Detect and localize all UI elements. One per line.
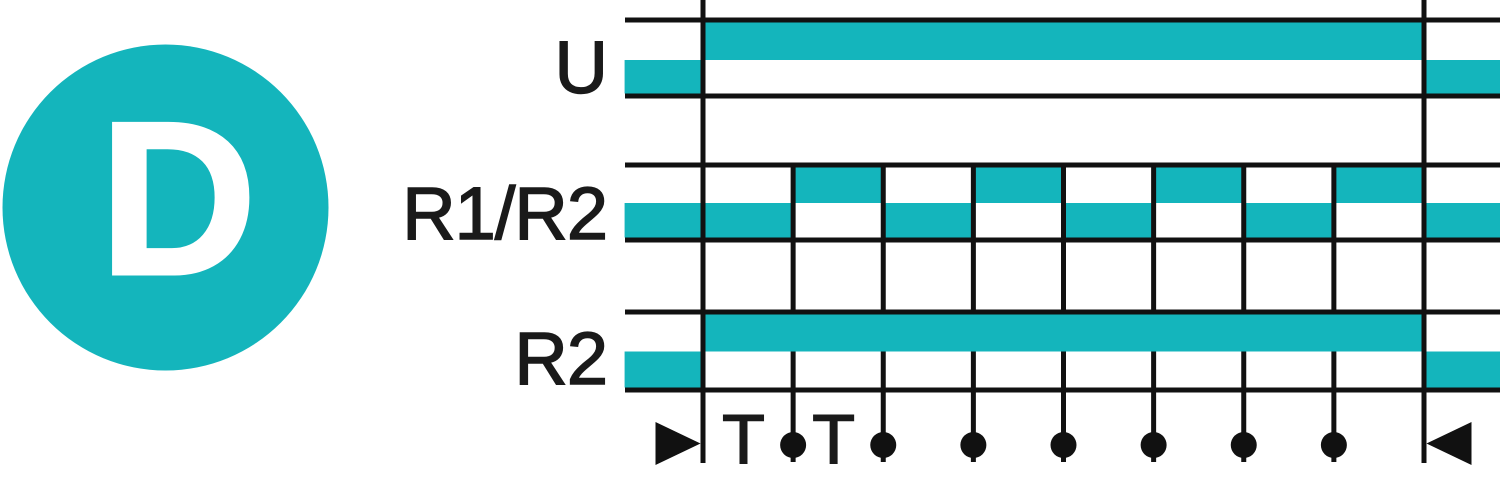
signal-label: R2 (514, 317, 607, 400)
signal-band-high (973, 167, 1064, 203)
start-triangle-icon (655, 422, 701, 465)
period-dot (1320, 432, 1347, 458)
signal-band-low (1063, 203, 1154, 238)
function-badge-circle (2, 44, 329, 371)
signal-band-low (1243, 203, 1334, 238)
signal-label: U (555, 26, 607, 109)
function-letter: D (99, 77, 257, 321)
signal-band-high (1333, 167, 1424, 203)
signal-band-low (1424, 60, 1500, 94)
period-dot (1050, 432, 1077, 458)
period-label: T (812, 400, 855, 478)
signal-band-low (624, 203, 794, 238)
signal-band-high (793, 167, 884, 203)
signal-band-low (1424, 351, 1500, 388)
signal-band-high (1153, 167, 1244, 203)
signal-band-low (624, 60, 703, 94)
period-dot (1230, 432, 1257, 458)
end-triangle-icon (1426, 422, 1472, 465)
signal-band-low (624, 351, 703, 388)
period-dot (870, 432, 897, 458)
signal-band-high (703, 22, 1424, 60)
period-dot (780, 432, 807, 458)
period-dot (1140, 432, 1167, 458)
signal-label: R1/R2 (402, 172, 607, 255)
signal-band-low (1424, 203, 1500, 238)
signal-band-low (883, 203, 974, 238)
period-label: T (722, 400, 765, 478)
signal-band-high (703, 314, 1424, 352)
period-dot (960, 432, 987, 458)
